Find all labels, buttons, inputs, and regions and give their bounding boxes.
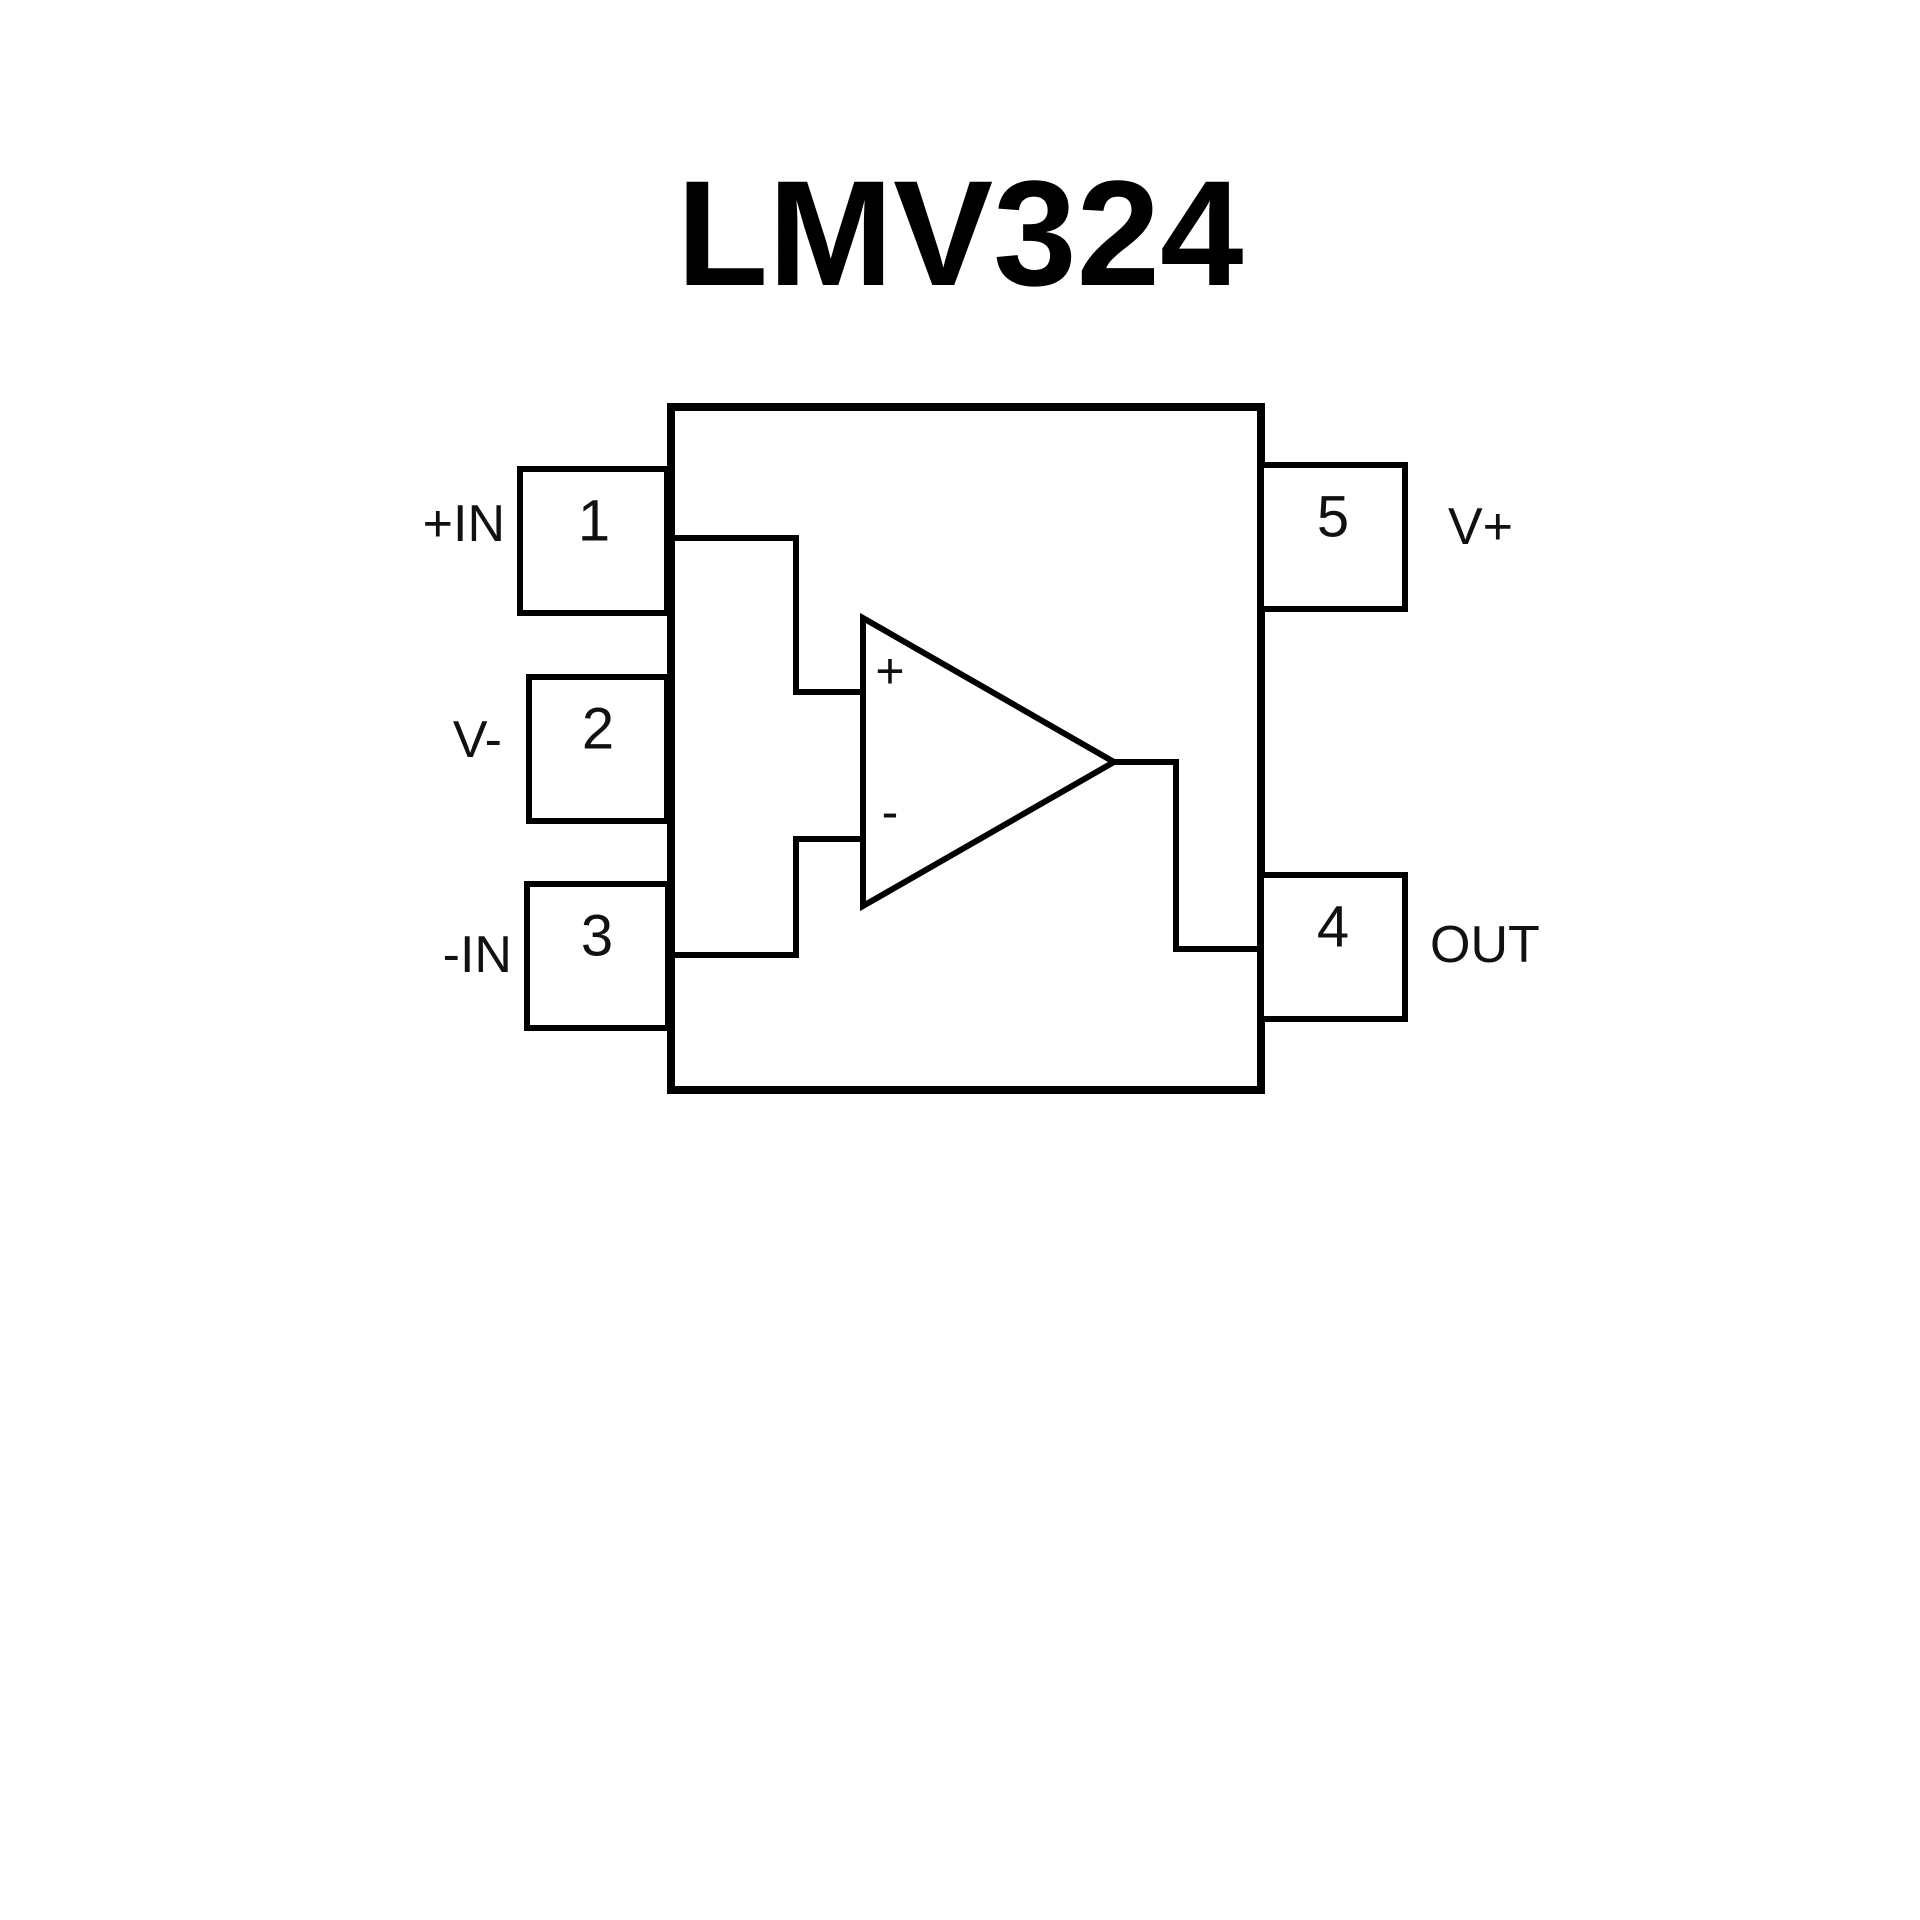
pin-2-box — [526, 674, 670, 824]
opamp-triangle — [860, 612, 1121, 912]
wire-pin1-to-noninverting-input — [671, 535, 863, 695]
pin-2-label: V- — [453, 711, 502, 769]
pin-4-box — [1258, 872, 1408, 1022]
pin-5-label: V+ — [1448, 498, 1513, 556]
wire-pin3-to-inverting-input — [671, 836, 863, 958]
pin-4-label: OUT — [1430, 916, 1540, 974]
pin-3-label: -IN — [443, 926, 512, 984]
wire-output-to-pin4 — [1114, 759, 1261, 952]
opamp-inverting-sign: - — [882, 784, 899, 840]
pin-1-number: 1 — [578, 489, 610, 554]
chip-title: LMV324 — [677, 149, 1244, 317]
pin-5-number: 5 — [1317, 485, 1349, 550]
pin-1-box — [517, 466, 670, 616]
pin-4-number: 4 — [1317, 895, 1349, 960]
pin-3-box — [524, 881, 671, 1031]
opamp-noninverting-sign: + — [875, 643, 904, 699]
pin-1-label: +IN — [423, 495, 505, 553]
pin-5-box — [1258, 462, 1408, 612]
pin-2-number: 2 — [582, 697, 614, 762]
pin-3-number: 3 — [581, 904, 613, 969]
